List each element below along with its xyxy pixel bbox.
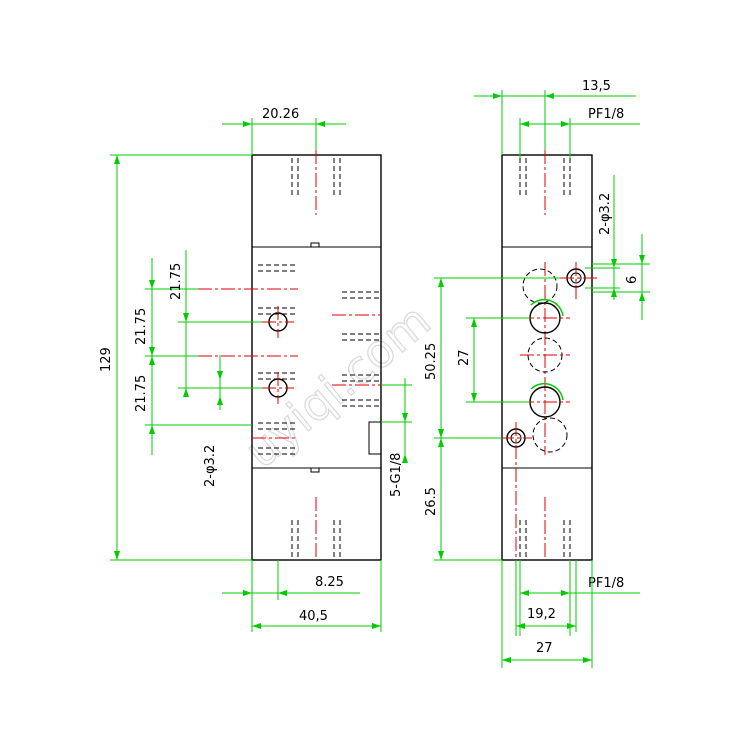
side-dim-spacing-arrow-1 [516,623,525,629]
front-top-notch [310,242,320,248]
side-dim-height-upper: 50.25 [424,343,439,380]
front-dim-height-arrow-top [114,155,120,164]
side-dimensions: 13,5 PF1/8 2-φ3.2 6 27 50 [424,79,650,668]
front-dim-mid-arrow-1 [183,313,189,322]
side-dim-six-arrow-1 [639,255,645,264]
side-dim-top-offset: 13,5 [582,79,611,94]
front-dim-port-arrow-1 [402,413,408,422]
side-dim-port-arrow-1 [520,121,529,127]
side-dim-pitch-arrow-1 [471,318,477,327]
front-dim-top-arrow-right [316,121,325,127]
side-dim-lower-arrow-1 [438,438,444,447]
front-view [198,150,382,561]
front-dim-spacing-arrow-1 [149,280,155,289]
front-dim-offset-arrow-2 [278,590,287,596]
side-dim-bport-arrow-1 [520,590,529,596]
front-dim-offset-arrow-1 [243,590,252,596]
front-dim-mid-arrow-2 [183,388,189,397]
front-dim-spacing-upper: 21.75 [134,308,149,345]
side-dim-total-arrow-1 [502,657,511,663]
side-dim-upper-arrow-2 [438,429,444,438]
front-dim-bottom-offset: 8.25 [315,575,344,590]
side-dim-bottom-port: PF1/8 [588,576,624,591]
side-port-5-hidden [532,417,568,453]
front-dim-port-arrow-2 [402,454,408,463]
front-dim-top-width: 20.26 [262,107,299,122]
side-dim-six-arrow-2 [639,292,645,301]
front-dim-height-arrow-bottom [114,551,120,560]
side-port-1-hidden [522,268,558,304]
front-dim-bottom-width: 40,5 [299,609,328,624]
front-dimensions: 20.26 129 21.75 21.75 21.75 2-φ3.2 [99,107,412,632]
front-dim-total-height: 129 [99,347,114,372]
side-dim-top-arrow-1 [493,93,502,99]
front-dim-spacing-arrow-3 [149,347,155,356]
side-dim-top-port: PF1/8 [588,107,624,122]
side-dim-bport-arrow-2 [561,590,570,596]
side-dim-total-width: 27 [536,641,553,656]
front-dim-hole-arrow-2 [217,396,223,405]
side-dim-port-pitch: 27 [457,349,472,366]
front-bottom-notch [310,467,320,473]
front-dim-width-arrow-right [372,623,381,629]
side-dim-height-lower: 26.5 [424,487,439,516]
front-dim-spacing-mid: 21.75 [169,263,184,300]
side-dim-pitch-arrow-2 [471,393,477,402]
side-body-outline [501,154,593,561]
side-dim-upper-arrow-1 [438,278,444,287]
side-dim-total-arrow-2 [583,657,592,663]
side-dim-hole-size: 6 [625,276,640,284]
side-dim-spacing-arrow-2 [567,623,576,629]
side-dim-top-arrow-2 [545,93,554,99]
front-dim-hole-arrow-1 [217,371,223,380]
side-port-2-thread [530,298,564,317]
front-dim-port-label: 5-G1/8 [389,453,404,497]
front-dim-spacing-arrow-4 [149,425,155,434]
watermark: uyiqi.com [234,293,440,478]
front-dim-spacing-lower: 21.75 [134,375,149,412]
side-dim-mount-holes: 2-φ3.2 [598,193,613,235]
side-view [500,150,600,561]
front-dim-width-arrow-left [252,623,261,629]
front-dim-spacing-arrow-2 [149,356,155,365]
side-dim-port-arrow-2 [561,121,570,127]
front-side-boss [368,421,382,455]
side-port-4-thread [530,382,564,401]
side-dim-port-spacing: 19,2 [527,607,556,622]
front-dim-mount-holes: 2-φ3.2 [203,445,218,487]
side-dim-lower-arrow-2 [438,551,444,560]
front-dim-top-arrow-left [243,121,252,127]
